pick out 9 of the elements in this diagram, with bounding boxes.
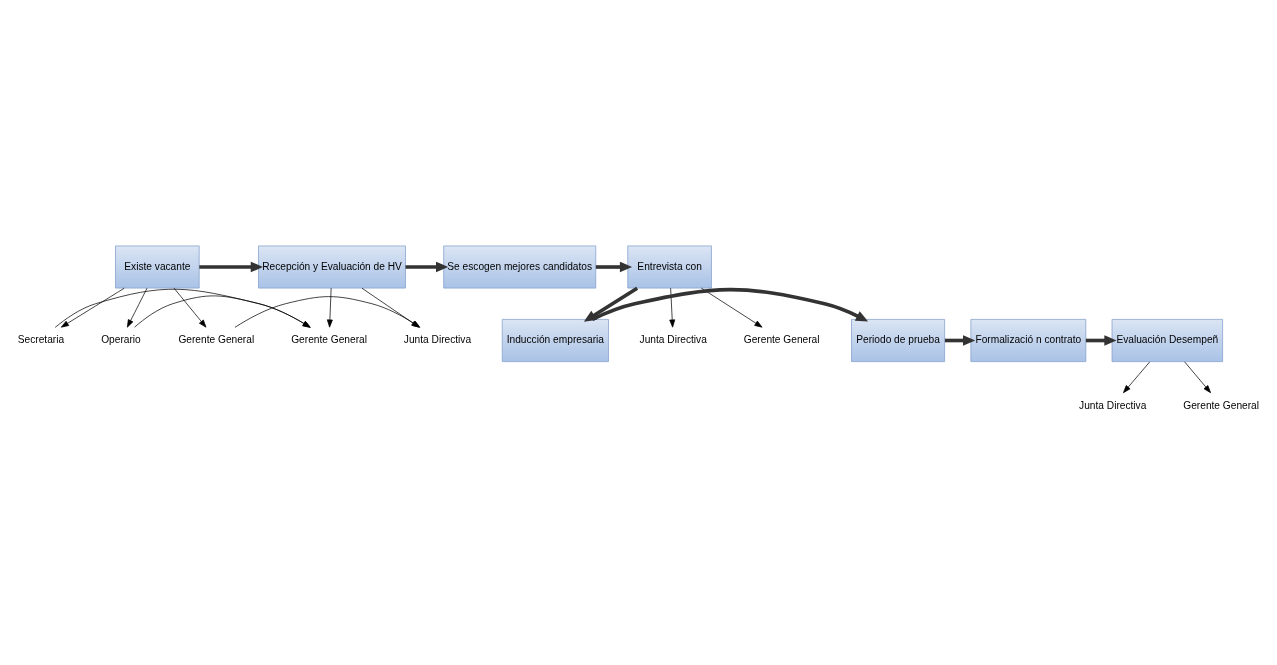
node-text: Gerente General xyxy=(743,334,820,346)
node-text: Gerente General xyxy=(291,334,367,346)
node-text: Gerente General xyxy=(1183,399,1260,411)
node-text: Gerente General xyxy=(178,334,255,346)
node-text: Junta Directiva xyxy=(639,334,707,346)
node-text: Operario xyxy=(101,334,141,346)
node-text: Secretaria xyxy=(17,334,65,346)
node-text: Junta Directiva xyxy=(1079,399,1147,411)
node-text: Junta Directiva xyxy=(403,334,472,346)
